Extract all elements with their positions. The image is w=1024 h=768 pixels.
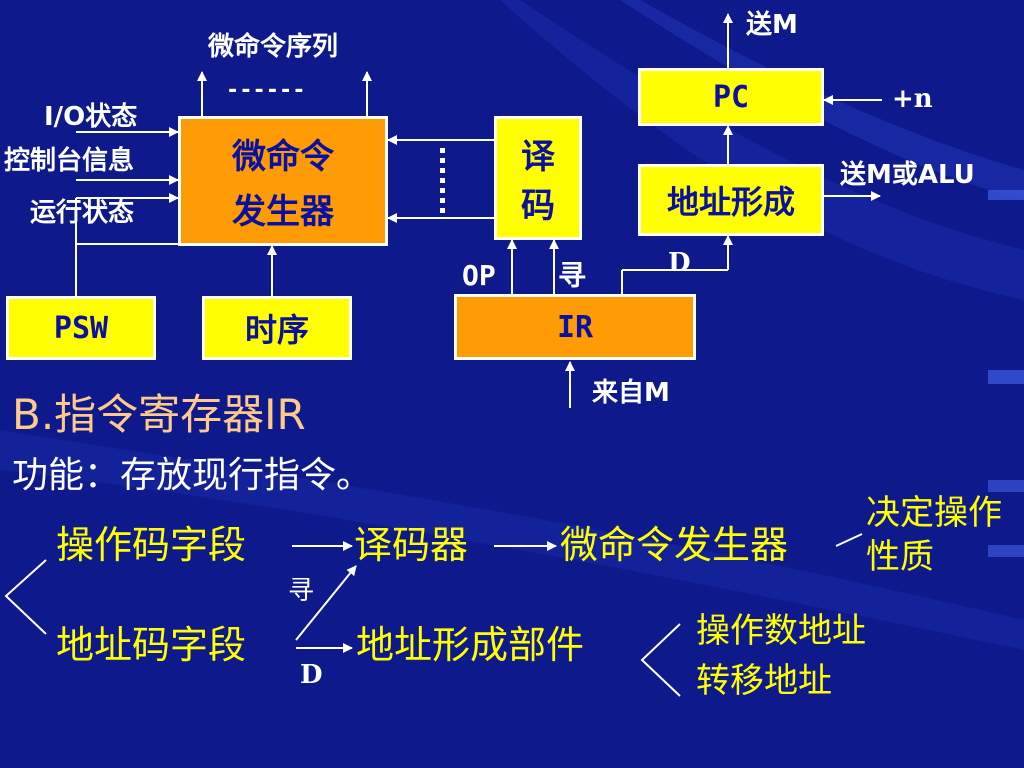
operand-address: 操作数地址	[696, 611, 866, 651]
section-heading: B.指令寄存器IR	[12, 390, 306, 439]
io-state-label: I/O状态	[44, 102, 138, 132]
decoder-line1: 译	[521, 137, 555, 177]
addr-mode-label: 寻	[558, 259, 587, 292]
plus-n-label: +n	[892, 84, 933, 114]
send-m-or-alu-label: 送M或ALU	[840, 160, 975, 190]
micro-command-generator: 微命令 发生器	[178, 116, 388, 246]
decoder-line2: 码	[521, 186, 555, 226]
console-info-label: 控制台信息	[4, 146, 135, 176]
d-label: D	[668, 248, 691, 278]
timing-box: 时序	[202, 296, 352, 360]
ir-box: IR	[454, 294, 696, 360]
micro-seq-dashes: ------	[226, 78, 306, 103]
psw-box: PSW	[6, 296, 156, 360]
ir-label: IR	[556, 309, 594, 345]
from-m-text: 来自M	[592, 378, 670, 408]
psw-label: PSW	[53, 310, 109, 346]
op-label: OP	[462, 259, 496, 292]
run-state-label: 运行状态	[30, 198, 135, 228]
opcode-field: 操作码字段	[56, 523, 247, 567]
send-m-top-label: 送M	[746, 10, 798, 40]
decide-line2: 性质	[866, 537, 934, 577]
micro-seq-label: 微命令序列	[208, 32, 339, 62]
d-small: D	[300, 660, 323, 690]
micro-gen-line2: 发生器	[232, 192, 334, 232]
addr-mode-small: 寻	[288, 576, 315, 606]
decide-line1: 决定操作	[866, 493, 1002, 533]
address-unit-text: 地址形成部件	[356, 623, 585, 667]
function-description: 功能：存放现行指令。	[12, 455, 373, 496]
address-formation-label: 地址形成	[666, 183, 795, 221]
from-m-label: 来自M	[592, 380, 670, 406]
transfer-address: 转移地址	[696, 661, 832, 701]
pc-label: PC	[712, 79, 750, 115]
dotted-bus	[440, 148, 445, 213]
decoder-box: 译 码	[494, 116, 582, 240]
micro-generator-text: 微命令发生器	[560, 523, 789, 567]
decoder-text: 译码器	[354, 523, 469, 567]
timing-label: 时序	[244, 311, 309, 349]
micro-gen-line1: 微命令	[232, 137, 334, 177]
pc-box: PC	[638, 68, 824, 126]
address-formation-box: 地址形成	[638, 164, 824, 236]
address-field: 地址码字段	[56, 623, 247, 667]
